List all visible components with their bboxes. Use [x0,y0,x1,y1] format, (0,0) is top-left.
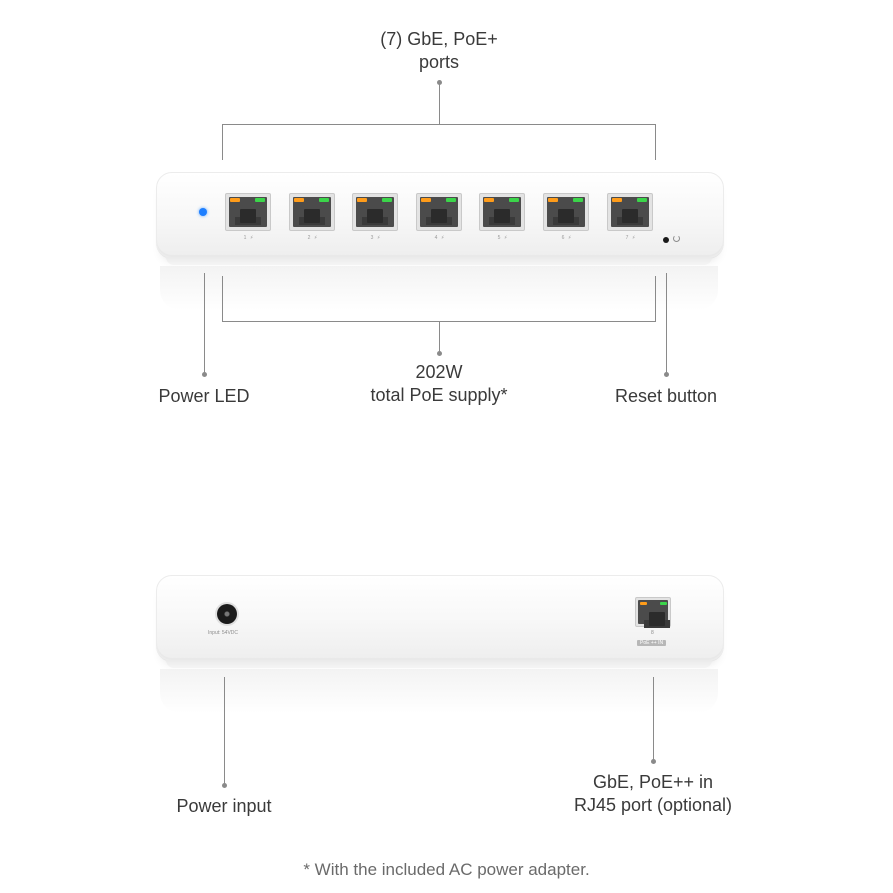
reset-callout-stem [666,273,667,373]
uplink-callout-dot [651,759,656,764]
poe-callout-line2: total PoE supply* [370,385,508,405]
power-led-label: Power LED [158,386,250,406]
uplink-callout-stem [653,677,654,761]
link-led-icon [637,198,647,202]
link-led-icon [573,198,583,202]
activity-led-icon [294,198,304,202]
power-led-callout-stem [204,273,205,373]
activity-led-icon [640,602,647,605]
reset-button-label: Reset button [614,386,718,406]
port-6[interactable]: 6 ⚡ [543,193,589,241]
ports-bracket-top [222,124,656,125]
poe-bracket-left [222,276,223,322]
port-number-label: 2 ⚡ [307,235,319,241]
switch-rear-base [166,660,712,668]
power-input-marking: Input: 54VDC [208,630,239,636]
switch-rear-body [156,575,724,661]
port-number-label: 1 ⚡ [243,235,255,241]
poe-callout-line1: 202W [415,362,463,382]
port-number-label: 4 ⚡ [434,235,446,241]
poe-callout-stem [439,321,440,353]
ports-bracket-left [222,124,223,160]
port-7[interactable]: 7 ⚡ [607,193,653,241]
activity-led-icon [357,198,367,202]
ports-callout-line1: (7) GbE, PoE+ [380,29,498,49]
footnote: * With the included AC power adapter. [303,860,590,879]
uplink-callout-line1: GbE, PoE++ in [592,772,714,792]
ports-callout-line2: ports [418,52,460,72]
activity-led-icon [612,198,622,202]
reset-icon [673,235,680,242]
link-led-icon [509,198,519,202]
rj45-jack-icon [420,197,458,227]
port-number-label: 3 ⚡ [370,235,382,241]
power-led-callout-dot [202,372,207,377]
link-led-icon [319,198,329,202]
port-number-label: 5 ⚡ [497,235,509,241]
rj45-jack-icon [356,197,394,227]
activity-led-icon [548,198,558,202]
switch-front-base [166,257,712,265]
activity-led-icon [421,198,431,202]
power-led-icon [199,208,207,216]
port-number-label: 7 ⚡ [625,235,637,241]
rj45-jack-icon [229,197,267,227]
uplink-port[interactable] [635,597,671,628]
uplink-callout-line2: RJ45 port (optional) [573,795,733,815]
switch-rear-reflection [160,669,718,713]
uplink-port-marking: PoE ++ IN [637,640,667,646]
rj45-jack-icon [293,197,331,227]
port-4[interactable]: 4 ⚡ [416,193,462,241]
rj45-jack-icon [611,197,649,227]
dc-power-jack-icon[interactable] [217,604,237,624]
reset-callout-dot [664,372,669,377]
ports-callout-dot [437,80,442,85]
port-5[interactable]: 5 ⚡ [479,193,525,241]
activity-led-icon [484,198,494,202]
power-input-callout-dot [222,783,227,788]
ports-callout-stem [439,83,440,125]
switch-front-reflection [160,266,718,310]
ports-bracket-right [655,124,656,160]
ports-callout: (7) GbE, PoE+ ports [380,28,498,74]
activity-led-icon [230,198,240,202]
link-led-icon [382,198,392,202]
link-led-icon [660,602,667,605]
poe-callout-dot [437,351,442,356]
rj45-jack-icon [483,197,521,227]
uplink-callout: GbE, PoE++ in RJ45 port (optional) [574,771,732,817]
poe-callout: 202W total PoE supply* [370,361,507,407]
power-input-label: Power input [176,796,272,816]
link-led-icon [255,198,265,202]
rj45-jack-icon [547,197,585,227]
uplink-port-number: 8 [651,630,654,636]
link-led-icon [446,198,456,202]
poe-bracket-right [655,276,656,322]
port-number-label: 6 ⚡ [561,235,573,241]
port-3[interactable]: 3 ⚡ [352,193,398,241]
port-1[interactable]: 1 ⚡ [225,193,271,241]
power-input-callout-stem [224,677,225,785]
port-2[interactable]: 2 ⚡ [289,193,335,241]
reset-button[interactable] [663,237,669,243]
